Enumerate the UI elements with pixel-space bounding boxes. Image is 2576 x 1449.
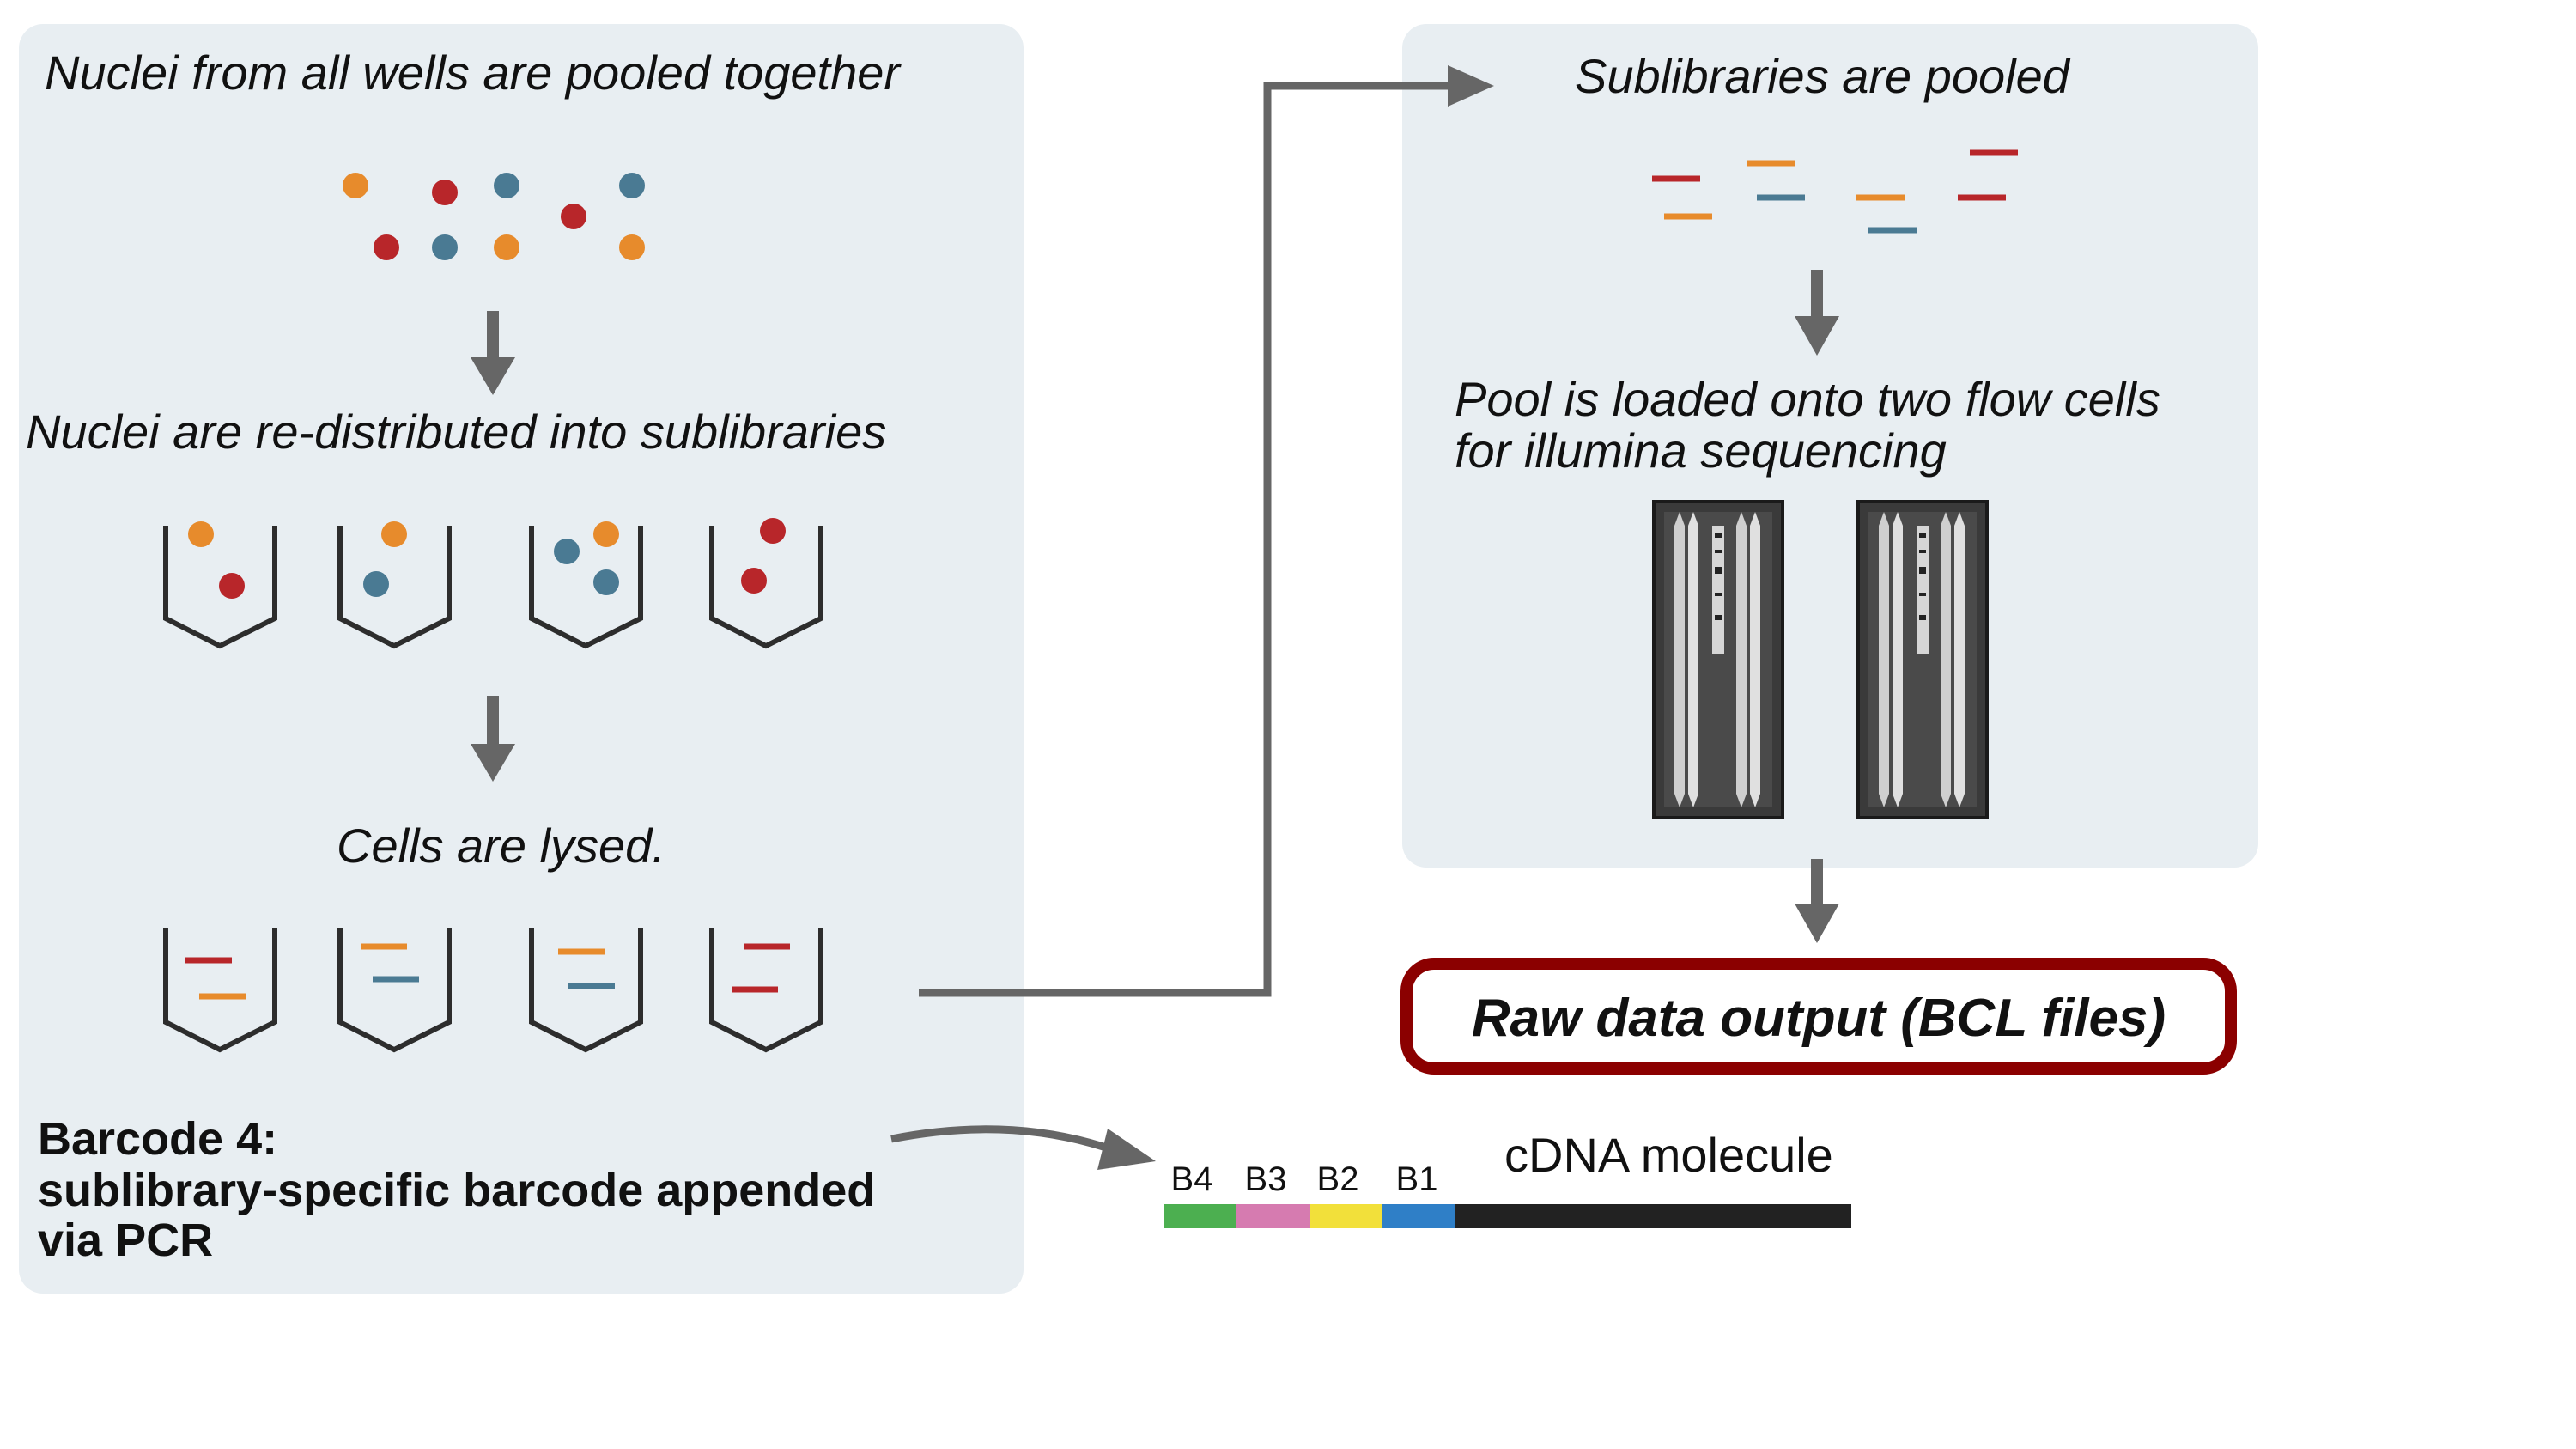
segment-b3	[1236, 1204, 1310, 1228]
rna-molecules	[185, 943, 790, 1000]
cdna-molecule-bar	[1164, 1204, 1851, 1228]
down-arrow-icon	[1795, 859, 1839, 943]
step-flow-cells-label-line1: Pool is loaded onto two flow cells	[1455, 372, 2160, 426]
step-flow-cells-label-line2: for illumina sequencing	[1455, 423, 1947, 478]
barcode-description-line1: sublibrary-specific barcode appended	[38, 1165, 875, 1216]
right-panel	[1402, 24, 2258, 868]
nucleus-dot	[561, 204, 586, 229]
well	[709, 526, 823, 649]
step-lysed-label: Cells are lysed.	[337, 819, 665, 873]
nucleus-dot	[554, 539, 580, 564]
raw-data-output-box	[1400, 958, 2237, 1075]
well	[337, 928, 452, 1053]
left-panel	[19, 24, 1024, 1294]
nucleus-dot	[363, 571, 389, 597]
redistributed-nuclei	[188, 518, 786, 599]
nucleus-dot	[619, 234, 645, 260]
connector-arrow-icon	[919, 65, 1494, 997]
flow-cell-icon	[1856, 500, 1989, 819]
down-arrow-icon	[1795, 270, 1839, 356]
barcode-title: Barcode 4:	[38, 1113, 277, 1165]
segment-label-b2: B2	[1317, 1160, 1359, 1198]
well	[709, 928, 823, 1053]
nucleus-dot	[593, 569, 619, 595]
nucleus-dot	[432, 180, 458, 205]
well	[529, 526, 643, 649]
segment-label-b4: B4	[1171, 1160, 1213, 1198]
barcode-description-line2: via PCR	[38, 1215, 213, 1266]
well	[163, 928, 277, 1053]
nucleus-dot	[619, 173, 645, 198]
pooled-nuclei	[343, 173, 645, 260]
nucleus-dot	[432, 234, 458, 260]
segment-b1	[1382, 1204, 1455, 1228]
nucleus-dot	[494, 234, 519, 260]
curved-arrow-icon	[890, 1125, 1156, 1170]
segment-b4	[1164, 1204, 1236, 1228]
nucleus-dot	[219, 573, 245, 599]
lysed-wells	[163, 928, 823, 1053]
well	[529, 928, 643, 1053]
step-pooled-nuclei-label: Nuclei from all wells are pooled togethe…	[45, 46, 902, 100]
down-arrow-icon	[471, 311, 515, 395]
nucleus-dot	[494, 173, 519, 198]
step-sublibraries-pooled-label: Sublibraries are pooled	[1575, 49, 2071, 103]
cdna-molecule-label: cDNA molecule	[1504, 1128, 1833, 1182]
segment-cdna	[1455, 1204, 1851, 1228]
segment-b2	[1310, 1204, 1382, 1228]
segment-label-b1: B1	[1396, 1160, 1438, 1198]
well	[163, 526, 277, 649]
nucleus-dot	[188, 521, 214, 547]
nucleus-dot	[741, 568, 767, 594]
pooled-sublibrary-molecules	[1652, 149, 2018, 234]
nucleus-dot	[381, 521, 407, 547]
raw-data-output-label: Raw data output (BCL files)	[1472, 989, 2166, 1048]
sublibrary-wells-with-nuclei	[163, 526, 823, 649]
nucleus-dot	[760, 518, 786, 544]
nucleus-dot	[343, 173, 368, 198]
down-arrow-icon	[471, 696, 515, 782]
well	[337, 526, 452, 649]
flow-cell-icon	[1652, 500, 1784, 819]
segment-label-b3: B3	[1245, 1160, 1287, 1198]
nucleus-dot	[593, 521, 619, 547]
nucleus-dot	[374, 234, 399, 260]
step-redistribute-label: Nuclei are re-distributed into sublibrar…	[26, 405, 886, 459]
